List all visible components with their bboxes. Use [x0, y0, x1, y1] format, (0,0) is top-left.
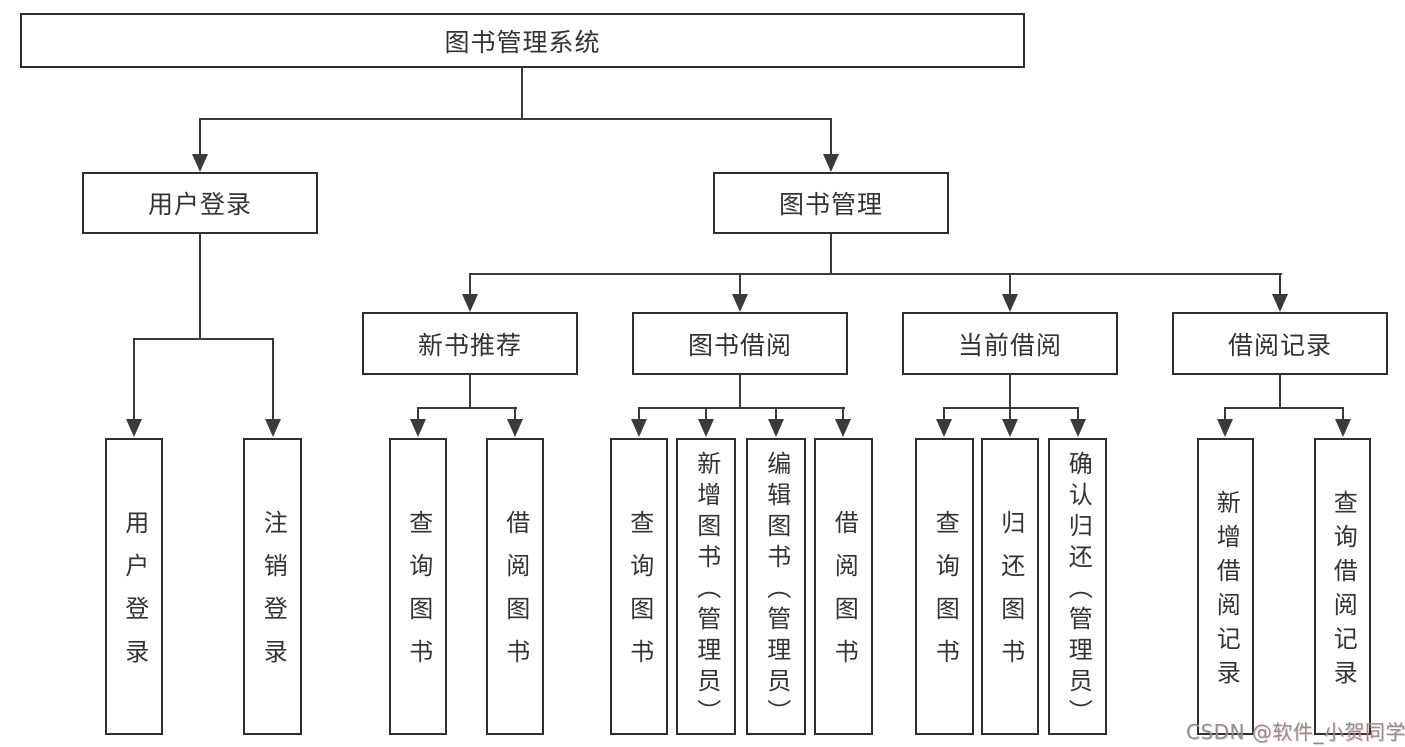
connector-arrow-shaft	[739, 273, 741, 297]
arrow-down-icon	[1002, 294, 1018, 312]
arrow-down-icon	[631, 419, 647, 437]
connector-arrow-shaft	[1009, 407, 1011, 421]
arrow-down-icon	[507, 419, 523, 437]
leaf-borrow-books-recommend: 借阅图书	[486, 438, 544, 735]
leaf-add-borrow-record: 新增借阅记录	[1197, 438, 1254, 735]
connector-arrow-shaft	[1077, 407, 1079, 421]
arrow-down-icon	[1272, 294, 1288, 312]
leaf-query-books-borrow: 查询图书	[610, 438, 668, 735]
connector-new-book-bus	[417, 407, 517, 409]
connector-book-borrow-trunk	[739, 374, 741, 407]
leaf-return-book-label: 归还图书	[996, 510, 1025, 682]
leaf-user-login: 用户登录	[105, 438, 163, 735]
connector-book-borrow-bus	[638, 407, 845, 409]
leaf-return-book: 归还图书	[981, 438, 1039, 735]
arrow-down-icon	[1335, 419, 1351, 437]
connector-book-management-bus	[469, 273, 1282, 275]
connector-root-trunk	[521, 68, 523, 118]
connector-arrow-shaft	[469, 273, 471, 297]
connector-new-book-trunk	[469, 374, 471, 407]
arrow-down-icon	[126, 419, 142, 437]
connector-arrow-shaft	[830, 118, 832, 157]
leaf-borrow-books-label: 借阅图书	[501, 510, 530, 682]
connector-arrow-shaft	[705, 407, 707, 421]
arrow-down-icon	[835, 419, 851, 437]
connector-arrow-shaft	[417, 407, 419, 421]
leaf-query-books-current: 查询图书	[915, 438, 974, 735]
leaf-query-borrow-record: 查询借阅记录	[1314, 438, 1371, 735]
connector-arrow-shaft	[199, 118, 201, 157]
connector-borrow-records-trunk	[1279, 374, 1281, 407]
leaf-add-book-admin: 新增图书（管理员）	[676, 438, 736, 735]
arrow-down-icon	[936, 419, 952, 437]
connector-book-management-trunk	[830, 233, 832, 273]
connector-arrow-shaft	[133, 338, 135, 421]
arrow-down-icon	[410, 419, 426, 437]
leaf-query-books-recommend: 查询图书	[389, 438, 447, 735]
leaf-user-login-label: 用户登录	[120, 510, 149, 682]
connector-arrow-shaft	[1009, 273, 1011, 297]
connector-root-bus	[199, 118, 832, 120]
arrow-down-icon	[265, 419, 281, 437]
node-book-borrow: 图书借阅	[632, 312, 848, 375]
arrow-down-icon	[1002, 419, 1018, 437]
leaf-edit-book-admin: 编辑图书（管理员）	[746, 438, 806, 735]
leaf-borrow-books-label: 借阅图书	[830, 510, 859, 682]
arrow-down-icon	[192, 154, 208, 172]
connector-arrow-shaft	[638, 407, 640, 421]
node-borrow-records: 借阅记录	[1172, 312, 1388, 375]
connector-arrow-shaft	[514, 407, 516, 421]
leaf-logout-label: 注销登录	[259, 510, 288, 682]
leaf-query-books-label: 查询图书	[404, 510, 433, 682]
arrow-down-icon	[732, 294, 748, 312]
node-library-system: 图书管理系统	[20, 13, 1025, 68]
node-book-management: 图书管理	[713, 172, 949, 234]
connector-arrow-shaft	[775, 407, 777, 421]
leaf-add-book-admin-label: 新增图书（管理员）	[692, 450, 721, 730]
node-user-login: 用户登录	[82, 172, 318, 234]
connector-arrow-shaft	[943, 407, 945, 421]
leaf-query-books-label: 查询图书	[625, 510, 654, 682]
csdn-watermark: CSDN @软件_小贺同学	[1186, 720, 1405, 744]
connector-user-login-bus	[133, 338, 274, 340]
arrow-down-icon	[1217, 419, 1233, 437]
arrow-down-icon	[768, 419, 784, 437]
arrow-down-icon	[698, 419, 714, 437]
arrow-down-icon	[1070, 419, 1086, 437]
connector-arrow-shaft	[1342, 407, 1344, 421]
leaf-query-books-label: 查询图书	[931, 510, 960, 682]
leaf-add-borrow-record-label: 新增借阅记录	[1212, 489, 1241, 694]
leaf-query-borrow-record-label: 查询借阅记录	[1329, 489, 1358, 694]
leaf-confirm-return-admin-label: 确认归还（管理员）	[1064, 450, 1093, 730]
arrow-down-icon	[823, 154, 839, 172]
connector-current-borrow-bus	[943, 407, 1079, 409]
connector-borrow-records-bus	[1224, 407, 1344, 409]
arrow-down-icon	[462, 294, 478, 312]
node-current-borrow: 当前借阅	[902, 312, 1118, 375]
connector-arrow-shaft	[1279, 273, 1281, 297]
connector-arrow-shaft	[842, 407, 844, 421]
connector-current-borrow-trunk	[1009, 374, 1011, 407]
connector-user-login-trunk	[199, 233, 201, 338]
node-new-book-recommend: 新书推荐	[362, 312, 578, 375]
leaf-logout: 注销登录	[243, 438, 302, 735]
connector-arrow-shaft	[272, 338, 274, 421]
connector-arrow-shaft	[1224, 407, 1226, 421]
leaf-edit-book-admin-label: 编辑图书（管理员）	[762, 450, 791, 730]
leaf-borrow-books: 借阅图书	[814, 438, 873, 735]
leaf-confirm-return-admin: 确认归还（管理员）	[1048, 438, 1107, 735]
